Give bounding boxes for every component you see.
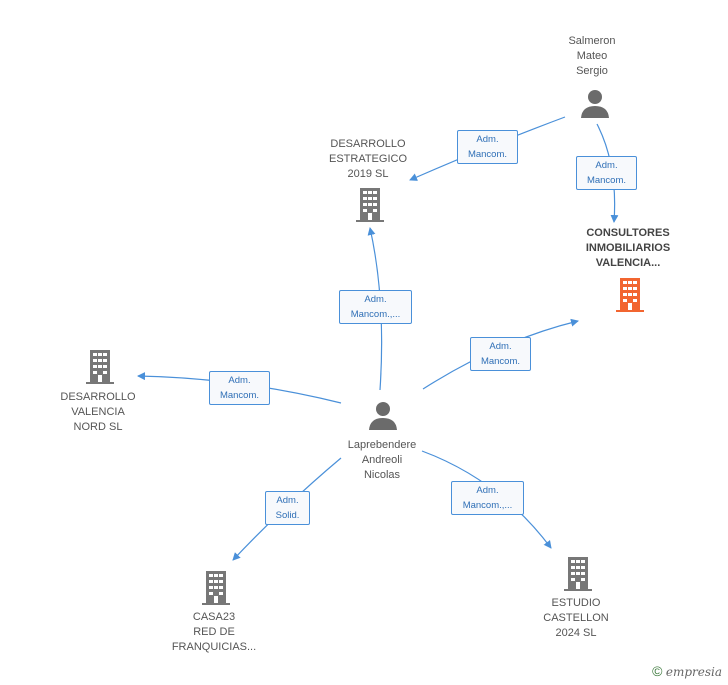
building-icon[interactable] [86, 350, 114, 384]
node-label-consultores[interactable]: CONSULTORES INMOBILIARIOS VALENCIA... [585, 227, 671, 269]
person-icon[interactable] [368, 400, 398, 432]
person-icon[interactable] [580, 88, 610, 120]
footer-brand: © empresia [652, 663, 722, 679]
edge-label-lap-estudio[interactable]: Adm. Mancom.,... [451, 481, 524, 515]
node-label-estudio[interactable]: ESTUDIO CASTELLON 2024 SL [543, 597, 609, 639]
building-icon[interactable] [564, 557, 592, 591]
node-label-salmeron[interactable]: Salmeron Mateo Sergio [568, 35, 616, 77]
building-icon[interactable] [356, 188, 384, 222]
node-label-desarrollo-estrategico[interactable]: DESARROLLO ESTRATEGICO 2019 SL [328, 138, 408, 180]
building-icon[interactable] [616, 278, 644, 312]
edge-label-lap-consultores[interactable]: Adm. Mancom. [470, 337, 531, 371]
building-icon[interactable] [202, 571, 230, 605]
brand-logo[interactable]: empresia [665, 665, 722, 679]
copyright-symbol: © [652, 663, 663, 679]
node-label-desarrollo-valencia[interactable]: DESARROLLO VALENCIA NORD SL [60, 391, 136, 433]
edge-label-salmeron-consultores[interactable]: Adm. Mancom. [576, 156, 637, 190]
node-label-casa23[interactable]: CASA23 RED DE FRANQUICIAS... [171, 611, 257, 653]
node-label-laprebendere[interactable]: Laprebendere Andreoli Nicolas [347, 439, 417, 481]
edge-label-lap-desarrollo-estrategico[interactable]: Adm. Mancom.,... [339, 290, 412, 324]
edge-label-salmeron-desarrollo[interactable]: Adm. Mancom. [457, 130, 518, 164]
edge-label-lap-casa23[interactable]: Adm. Solid. [265, 491, 310, 525]
edge-label-lap-desarrollo-valencia[interactable]: Adm. Mancom. [209, 371, 270, 405]
